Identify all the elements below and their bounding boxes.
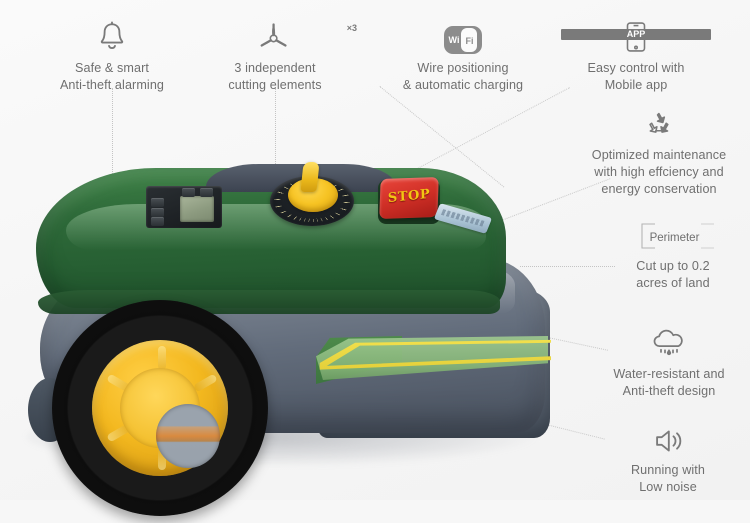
- leader-line-anti-theft: [112, 88, 113, 180]
- leader-line-perimeter: [520, 266, 615, 267]
- feature-caption: Water-resistant and Anti-theft design: [613, 367, 725, 398]
- speaker-sound-icon: [592, 418, 744, 456]
- mower-stripe-yellow: [315, 338, 551, 386]
- feature-caption: Easy control with Mobile app: [587, 61, 685, 92]
- feature-caption: Running with Low noise: [630, 463, 705, 494]
- infographic-canvas: STOP: [0, 0, 750, 500]
- robot-mower-illustration: STOP: [18, 140, 558, 523]
- stop-button[interactable]: STOP: [379, 177, 439, 219]
- feature-caption: Safe & smart Anti-theft alarming: [59, 61, 165, 92]
- bell-icon: [22, 16, 202, 54]
- feature-anti-theft-alarm: Safe & smart Anti-theft alarming: [22, 16, 202, 94]
- wheel-hubcap: [92, 340, 228, 476]
- lcd-display: [180, 196, 214, 222]
- stop-button-label: STOP: [387, 186, 431, 207]
- rain-cloud-icon: [588, 322, 750, 360]
- feature-cutting-elements: ×3 3 independent cutting elements: [195, 16, 357, 94]
- recycle-icon: [570, 103, 748, 141]
- hubcap-center-cap: [156, 404, 220, 468]
- perimeter-label: Perimeter: [649, 232, 700, 245]
- panel-button-2[interactable]: [151, 208, 164, 217]
- perimeter-bracket-icon: Perimeter: [600, 222, 746, 252]
- feature-caption: Wire positioning & automatic charging: [402, 61, 524, 92]
- panel-button-1[interactable]: [151, 198, 164, 207]
- propeller-count-badge: ×3: [346, 23, 357, 33]
- wifi-badge-left-text: Wi: [448, 34, 460, 45]
- panel-button-5[interactable]: [200, 188, 213, 197]
- feature-water-resistant: Water-resistant and Anti-theft design: [588, 322, 750, 400]
- feature-mobile-app: APP Easy control with Mobile app: [556, 16, 716, 94]
- feature-caption: 3 independent cutting elements: [228, 61, 322, 92]
- phone-app-label: APP: [561, 29, 711, 40]
- phone-app-icon: APP: [556, 16, 716, 54]
- feature-wire-positioning: Wi Fi Wire positioning & automatic charg…: [368, 16, 558, 94]
- timer-knob-grip[interactable]: [300, 162, 320, 192]
- hubcap-inner-ring: [120, 368, 220, 468]
- feature-caption: Optimized maintenance with high effcienc…: [591, 148, 727, 196]
- feature-caption: Cut up to 0.2 acres of land: [636, 259, 710, 290]
- propeller-blades-icon: ×3: [195, 16, 357, 54]
- wifi-badge-icon: Wi Fi: [368, 16, 558, 54]
- feature-cut-area: Perimeter Cut up to 0.2 acres of land: [600, 222, 746, 292]
- panel-button-3[interactable]: [151, 217, 164, 226]
- panel-button-4[interactable]: [182, 188, 195, 197]
- feature-optimized-maintenance: Optimized maintenance with high effcienc…: [570, 103, 748, 198]
- drive-wheel-tire: [45, 293, 275, 523]
- leader-line-cutting: [275, 88, 276, 174]
- wifi-badge-right-text: Fi: [465, 36, 474, 47]
- feature-low-noise: Running with Low noise: [592, 418, 744, 496]
- control-panel[interactable]: [146, 186, 222, 228]
